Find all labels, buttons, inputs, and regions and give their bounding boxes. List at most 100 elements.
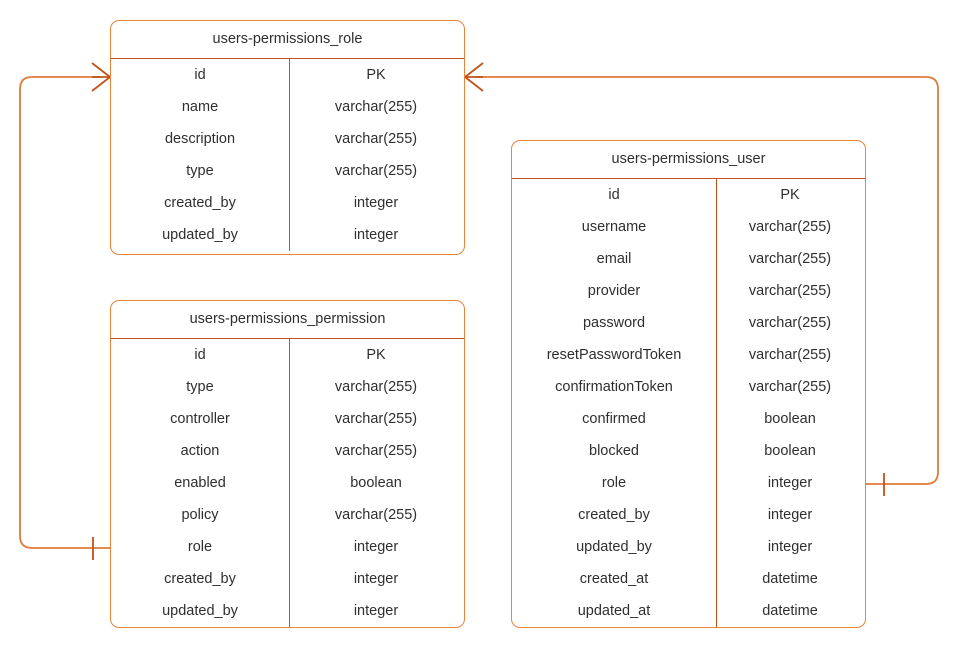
field-row[interactable]: policy varchar(255)	[111, 499, 464, 531]
field-name: confirmed	[582, 411, 646, 427]
field-name: id	[194, 347, 206, 363]
field-type: varchar(255)	[748, 347, 832, 363]
field-name: updated_by	[162, 603, 238, 619]
field-row[interactable]: name varchar(255)	[111, 91, 464, 123]
entity-title-user: users-permissions_user	[512, 141, 865, 179]
field-name: updated_by	[162, 227, 238, 243]
entity-title-permission: users-permissions_permission	[111, 301, 464, 339]
field-row[interactable]: username varchar(255)	[512, 211, 865, 243]
field-name: username	[581, 219, 647, 235]
field-name: resetPasswordToken	[546, 347, 682, 363]
field-type: integer	[767, 507, 813, 523]
field-row[interactable]: updated_by integer	[111, 219, 464, 251]
field-type: PK	[366, 67, 386, 83]
field-name: enabled	[174, 475, 226, 491]
field-type: varchar(255)	[748, 315, 832, 331]
field-row[interactable]: id PK	[111, 59, 464, 91]
field-name: policy	[181, 507, 219, 523]
field-type: varchar(255)	[334, 131, 418, 147]
field-name: provider	[587, 283, 641, 299]
field-row[interactable]: created_by integer	[111, 563, 464, 595]
field-name: type	[186, 379, 214, 395]
field-name: id	[608, 187, 620, 203]
field-row[interactable]: type varchar(255)	[111, 371, 464, 403]
field-row[interactable]: updated_by integer	[111, 595, 464, 627]
relationship-permission-role	[19, 62, 111, 560]
field-type: varchar(255)	[334, 443, 418, 459]
field-name: type	[186, 163, 214, 179]
field-type: varchar(255)	[748, 283, 832, 299]
field-type: varchar(255)	[748, 219, 832, 235]
field-type: integer	[767, 539, 813, 555]
field-name: password	[582, 315, 646, 331]
field-row[interactable]: updated_by integer	[512, 531, 865, 563]
entity-body-user: id PK username varchar(255) email varchar(255…	[512, 179, 865, 627]
field-row[interactable]: updated_at datetime	[512, 595, 865, 627]
field-name: name	[181, 99, 219, 115]
field-name: updated_by	[576, 539, 652, 555]
field-row[interactable]: controller varchar(255)	[111, 403, 464, 435]
field-name: email	[596, 251, 632, 267]
field-type: PK	[780, 187, 800, 203]
field-type: integer	[353, 195, 399, 211]
field-type: integer	[353, 227, 399, 243]
field-name: created_by	[578, 507, 650, 523]
field-type: varchar(255)	[334, 379, 418, 395]
field-row[interactable]: type varchar(255)	[111, 155, 464, 187]
field-type: varchar(255)	[334, 411, 418, 427]
column-divider-user	[716, 179, 717, 627]
field-row[interactable]: confirmed boolean	[512, 403, 865, 435]
field-name: controller	[170, 411, 230, 427]
field-name: created_by	[164, 195, 236, 211]
field-name: updated_at	[577, 603, 651, 619]
field-row[interactable]: email varchar(255)	[512, 243, 865, 275]
field-type: integer	[353, 603, 399, 619]
field-row[interactable]: role integer	[512, 467, 865, 499]
field-row[interactable]: password varchar(255)	[512, 307, 865, 339]
field-name: id	[194, 67, 206, 83]
field-type: varchar(255)	[748, 251, 832, 267]
field-row[interactable]: resetPasswordToken varchar(255)	[512, 339, 865, 371]
field-row[interactable]: created_by integer	[512, 499, 865, 531]
field-row[interactable]: enabled boolean	[111, 467, 464, 499]
field-name: blocked	[589, 443, 639, 459]
field-row[interactable]: action varchar(255)	[111, 435, 464, 467]
field-row[interactable]: provider varchar(255)	[512, 275, 865, 307]
field-row[interactable]: id PK	[512, 179, 865, 211]
field-name: created_by	[164, 571, 236, 587]
crows-foot-marker-role-left	[91, 62, 111, 92]
field-type: boolean	[764, 443, 816, 459]
field-name: role	[601, 475, 627, 491]
field-row[interactable]: blocked boolean	[512, 435, 865, 467]
field-type: datetime	[762, 603, 818, 619]
field-name: description	[164, 131, 236, 147]
field-type: boolean	[350, 475, 402, 491]
field-row[interactable]: created_by integer	[111, 187, 464, 219]
field-type: varchar(255)	[334, 507, 418, 523]
column-divider-permission	[289, 339, 290, 627]
field-type: integer	[767, 475, 813, 491]
field-name: confirmationToken	[555, 379, 673, 395]
field-type: boolean	[764, 411, 816, 427]
connector-line-permission-role	[19, 76, 110, 549]
entity-body-role: id PK name varchar(255) description varchar(2…	[111, 59, 464, 251]
field-type: integer	[353, 539, 399, 555]
column-divider-role	[289, 59, 290, 251]
field-type: integer	[353, 571, 399, 587]
field-type: varchar(255)	[334, 99, 418, 115]
field-name: created_at	[579, 571, 649, 587]
entity-title-role: users-permissions_role	[111, 21, 464, 59]
field-name: role	[187, 539, 213, 555]
field-type: varchar(255)	[334, 163, 418, 179]
field-name: action	[180, 443, 220, 459]
field-row[interactable]: role integer	[111, 531, 464, 563]
field-row[interactable]: description varchar(255)	[111, 123, 464, 155]
